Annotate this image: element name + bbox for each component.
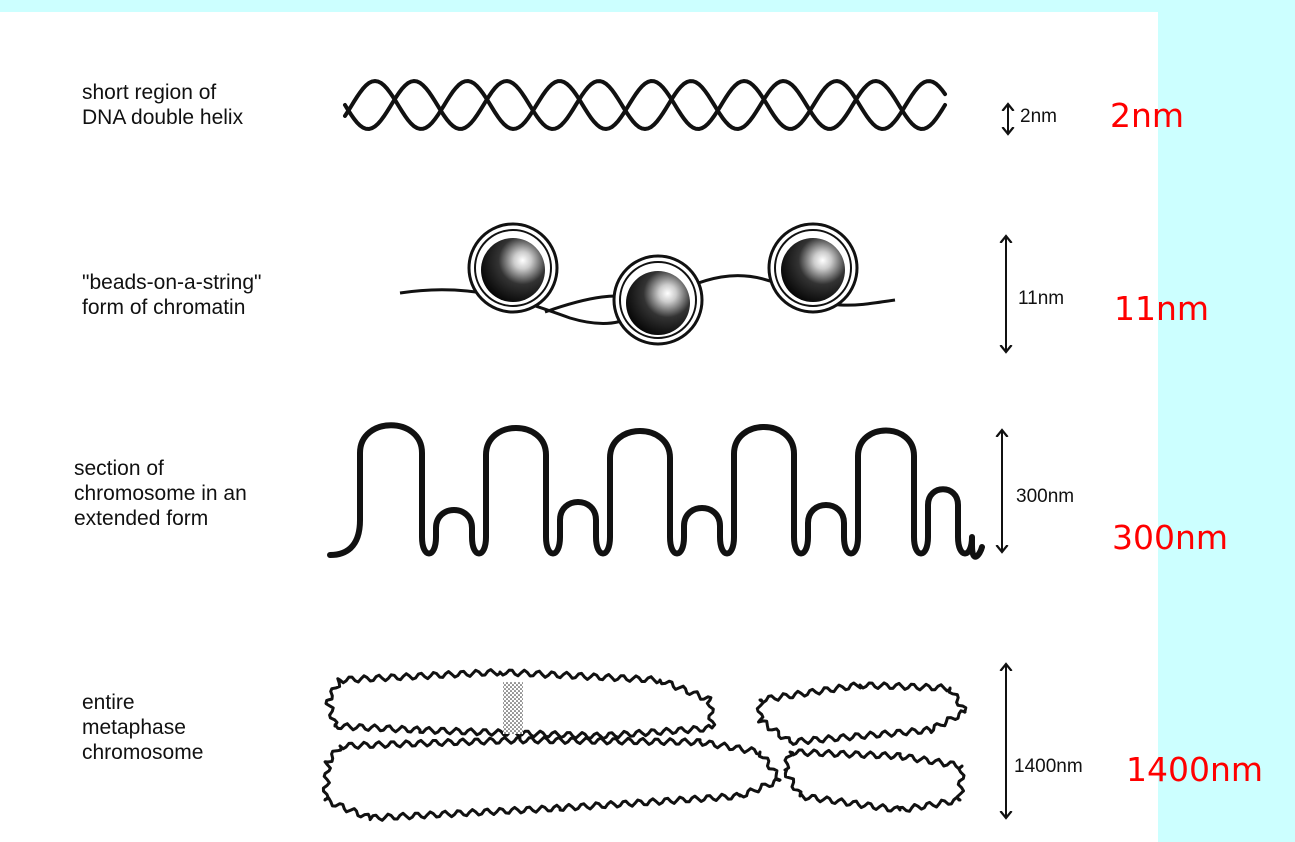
chromosome-icon xyxy=(323,670,965,821)
dimension-arrow-icon xyxy=(1002,104,1008,818)
nucleosome-icon xyxy=(400,224,895,344)
dna-helix-icon xyxy=(345,81,945,129)
looped-fiber-icon xyxy=(330,425,982,556)
